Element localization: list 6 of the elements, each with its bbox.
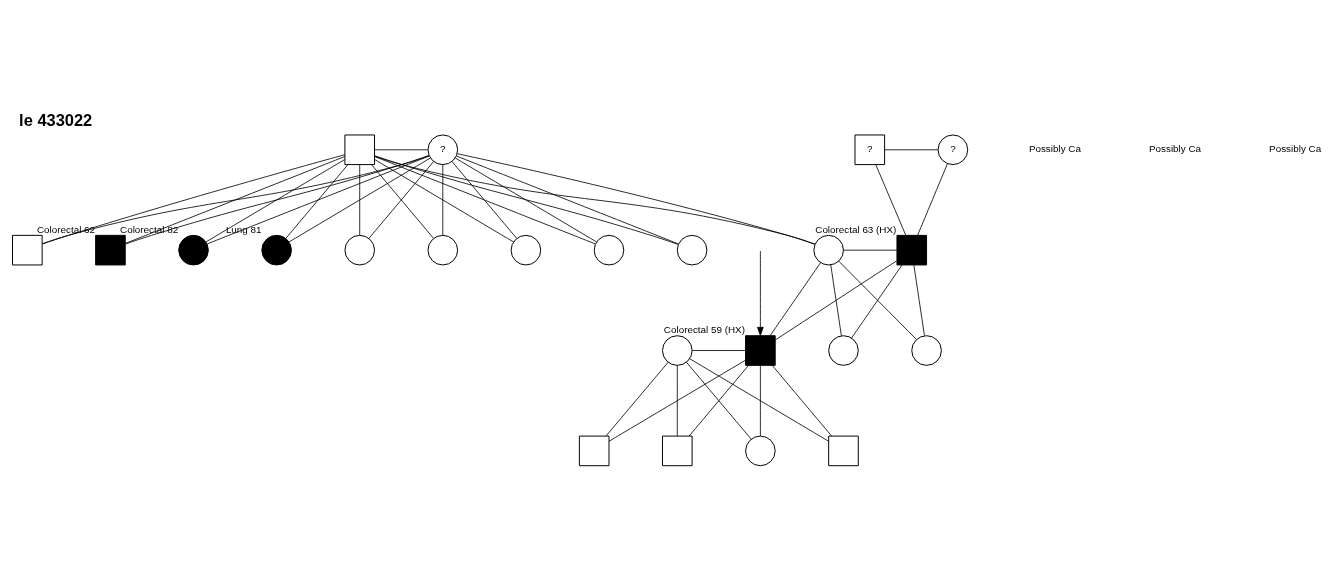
label: Possibly Ca [1028, 142, 1081, 154]
label: Possibly Ca [1269, 142, 1322, 154]
label: Possibly Ca [1149, 142, 1202, 154]
diagram-title: le 433022 [19, 110, 93, 129]
node-label: Colorectal 63 (HX) [815, 223, 897, 235]
node-label: Colorectal 59 (HX) [663, 323, 745, 335]
